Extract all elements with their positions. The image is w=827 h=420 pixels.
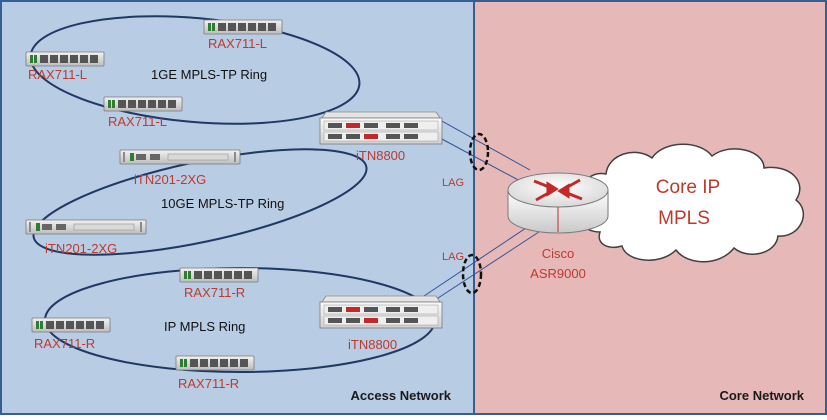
- rax711-l-mid-device: [103, 96, 183, 112]
- uplink-upper-a: [439, 119, 531, 171]
- lag-lower-label: LAG: [442, 251, 464, 263]
- itn8800-lower-device: [319, 295, 443, 329]
- rax711-l-top-device: [203, 19, 283, 35]
- rax711-r-top-device: [179, 267, 259, 283]
- cloud-title-line2: MPLS: [658, 208, 710, 229]
- lag-lower-marker: [461, 253, 483, 295]
- core-ip-cloud: [578, 143, 805, 263]
- rax711-r-bottom-device: [175, 355, 255, 371]
- rax711-l-left-device: [25, 51, 105, 67]
- ring-1ge-label: 1GE MPLS-TP Ring: [151, 67, 267, 82]
- cloud-title-line1: Core IP: [656, 177, 720, 198]
- rax711-r-left-device: [31, 317, 111, 333]
- itn8800-lower-label: iTN8800: [348, 337, 397, 352]
- itn201-upper-label: iTN201-2XG: [134, 172, 206, 187]
- uplink-upper-b: [439, 137, 523, 183]
- itn8800-upper-device: [319, 111, 443, 145]
- rax711-l-top-label: RAX711-L: [208, 36, 267, 51]
- itn201-lower-label: iTN201-2XG: [45, 241, 117, 256]
- core-network-label: Core Network: [719, 388, 804, 403]
- itn201-upper-device: [119, 149, 241, 165]
- ring-10ge-label: 10GE MPLS-TP Ring: [161, 196, 284, 211]
- uplink-lower-b: [431, 225, 549, 303]
- rax711-l-left-label: RAX711-L: [28, 67, 87, 82]
- itn201-lower-device: [25, 219, 147, 235]
- rax711-r-top-label: RAX711-R: [184, 285, 245, 300]
- rax711-r-left-label: RAX711-R: [34, 336, 95, 351]
- access-network-label: Access Network: [351, 388, 452, 403]
- uplink-lower-a: [417, 221, 536, 301]
- lag-upper-label: LAG: [442, 177, 464, 189]
- cisco-router-icon: [507, 172, 609, 234]
- rax711-r-bottom-label: RAX711-R: [178, 376, 239, 391]
- router-model-label: ASR9000: [530, 266, 586, 281]
- ring-ip-label: IP MPLS Ring: [164, 319, 245, 334]
- access-network-region: [0, 0, 475, 415]
- itn8800-upper-label: iTN8800: [356, 148, 405, 163]
- lag-upper-marker: [468, 132, 490, 172]
- router-name-label: Cisco: [542, 246, 575, 261]
- rax711-l-mid-label: RAX711-L: [108, 114, 167, 129]
